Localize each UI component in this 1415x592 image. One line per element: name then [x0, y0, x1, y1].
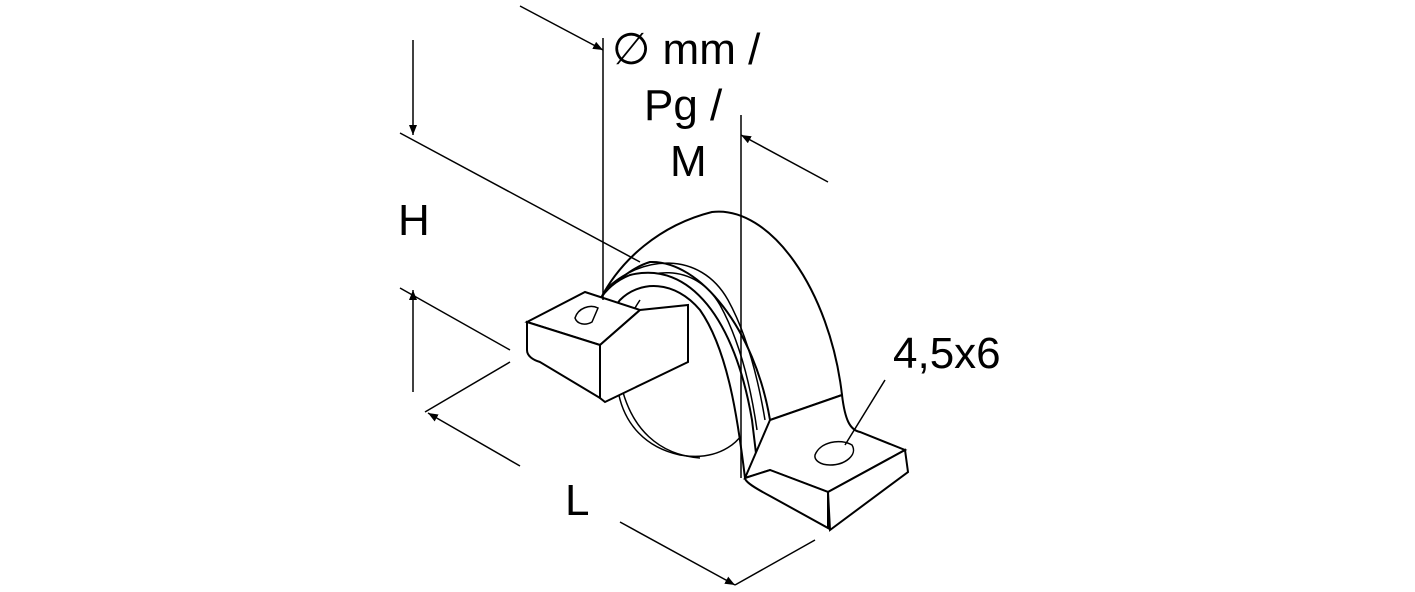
diameter-label: ∅ mm / [612, 25, 761, 74]
length-label: L [565, 476, 589, 525]
height-dimension [399, 40, 641, 392]
hole-leader-line [844, 379, 886, 446]
height-label: H [398, 196, 430, 245]
clamp-strap [588, 210, 844, 480]
length-dimension [424, 361, 816, 586]
metric-label: M [670, 137, 707, 186]
right-foot [743, 393, 910, 532]
left-foot [524, 290, 689, 404]
hole-size-label: 4,5x6 [893, 329, 1001, 378]
diameter-dimension [519, 5, 829, 478]
pg-label: Pg / [644, 81, 723, 130]
